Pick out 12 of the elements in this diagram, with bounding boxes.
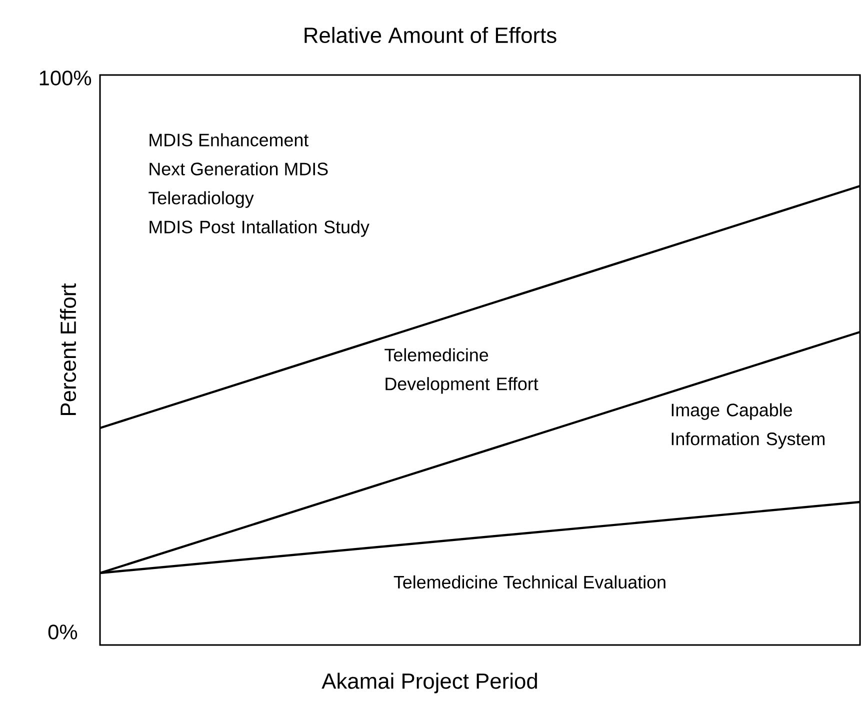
region-label: Image Capable Information System — [672, 403, 824, 449]
region-label: Telemedicine Development Effort — [384, 348, 538, 394]
axis-label: Akamai Project Period — [322, 672, 537, 694]
region-label: Telemedicine Technical Evaluation — [394, 575, 666, 589]
tick-label: 100% — [40, 70, 92, 86]
region-label: Teleradiology — [148, 191, 254, 208]
region-label: Next Generation MDIS — [150, 162, 328, 176]
tick-label: 0% — [48, 624, 78, 640]
region-label: MDIS Post Intallation Study — [150, 220, 370, 237]
chart-title: Relative Amount of Efforts — [304, 26, 556, 44]
region-label: MDIS Enhancement — [150, 133, 309, 146]
axis-label: Percent Effort — [60, 283, 76, 415]
